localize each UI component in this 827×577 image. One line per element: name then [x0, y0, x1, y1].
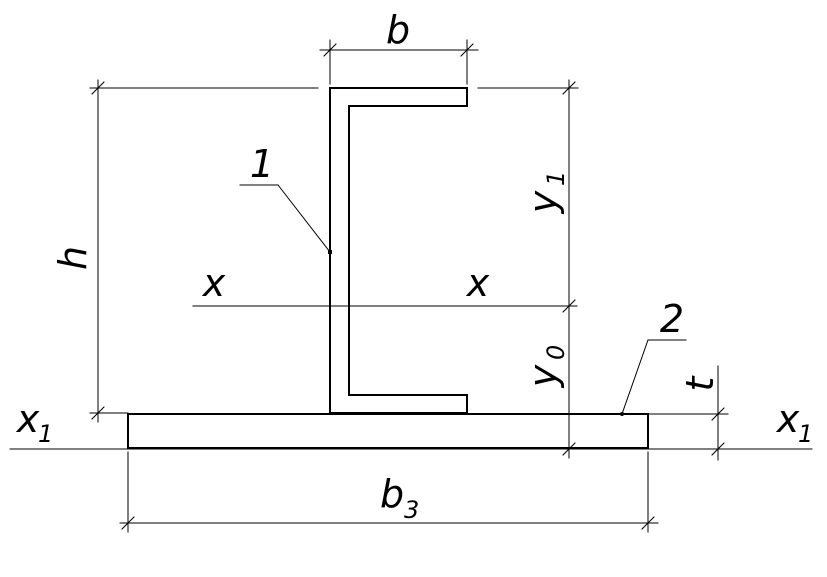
dimension-h: [89, 79, 319, 423]
dimension-t: [647, 365, 729, 461]
dimension-b: [319, 39, 479, 85]
label-t: t: [678, 374, 722, 391]
base-plate: [127, 413, 649, 449]
svg-text:0: 0: [542, 345, 570, 360]
label-x1-right: x 1: [776, 397, 814, 448]
leader-2: [620, 339, 687, 416]
svg-text:3: 3: [404, 496, 419, 524]
leader-1: [239, 184, 332, 254]
label-x1-left: x 1: [16, 397, 54, 448]
svg-text:y: y: [521, 190, 565, 214]
channel-section: [329, 87, 468, 414]
svg-text:y: y: [521, 364, 565, 388]
svg-text:b: b: [380, 472, 404, 516]
label-x-left: x: [202, 261, 226, 305]
label-y0: y 0: [521, 345, 570, 389]
dimension-b3: [119, 451, 659, 533]
dimension-y1-y0: [477, 79, 579, 459]
label-b: b: [386, 8, 410, 52]
callout-1: 1: [250, 142, 274, 186]
label-y1: y 1: [521, 171, 570, 215]
svg-text:1: 1: [542, 171, 570, 186]
svg-text:1: 1: [38, 420, 53, 448]
callout-2: 2: [660, 297, 684, 341]
svg-text:x: x: [16, 397, 40, 441]
svg-text:x: x: [776, 397, 800, 441]
label-x-right: x: [466, 261, 490, 305]
label-h: h: [51, 246, 95, 270]
label-b3: b 3: [380, 472, 419, 524]
svg-text:1: 1: [798, 420, 813, 448]
